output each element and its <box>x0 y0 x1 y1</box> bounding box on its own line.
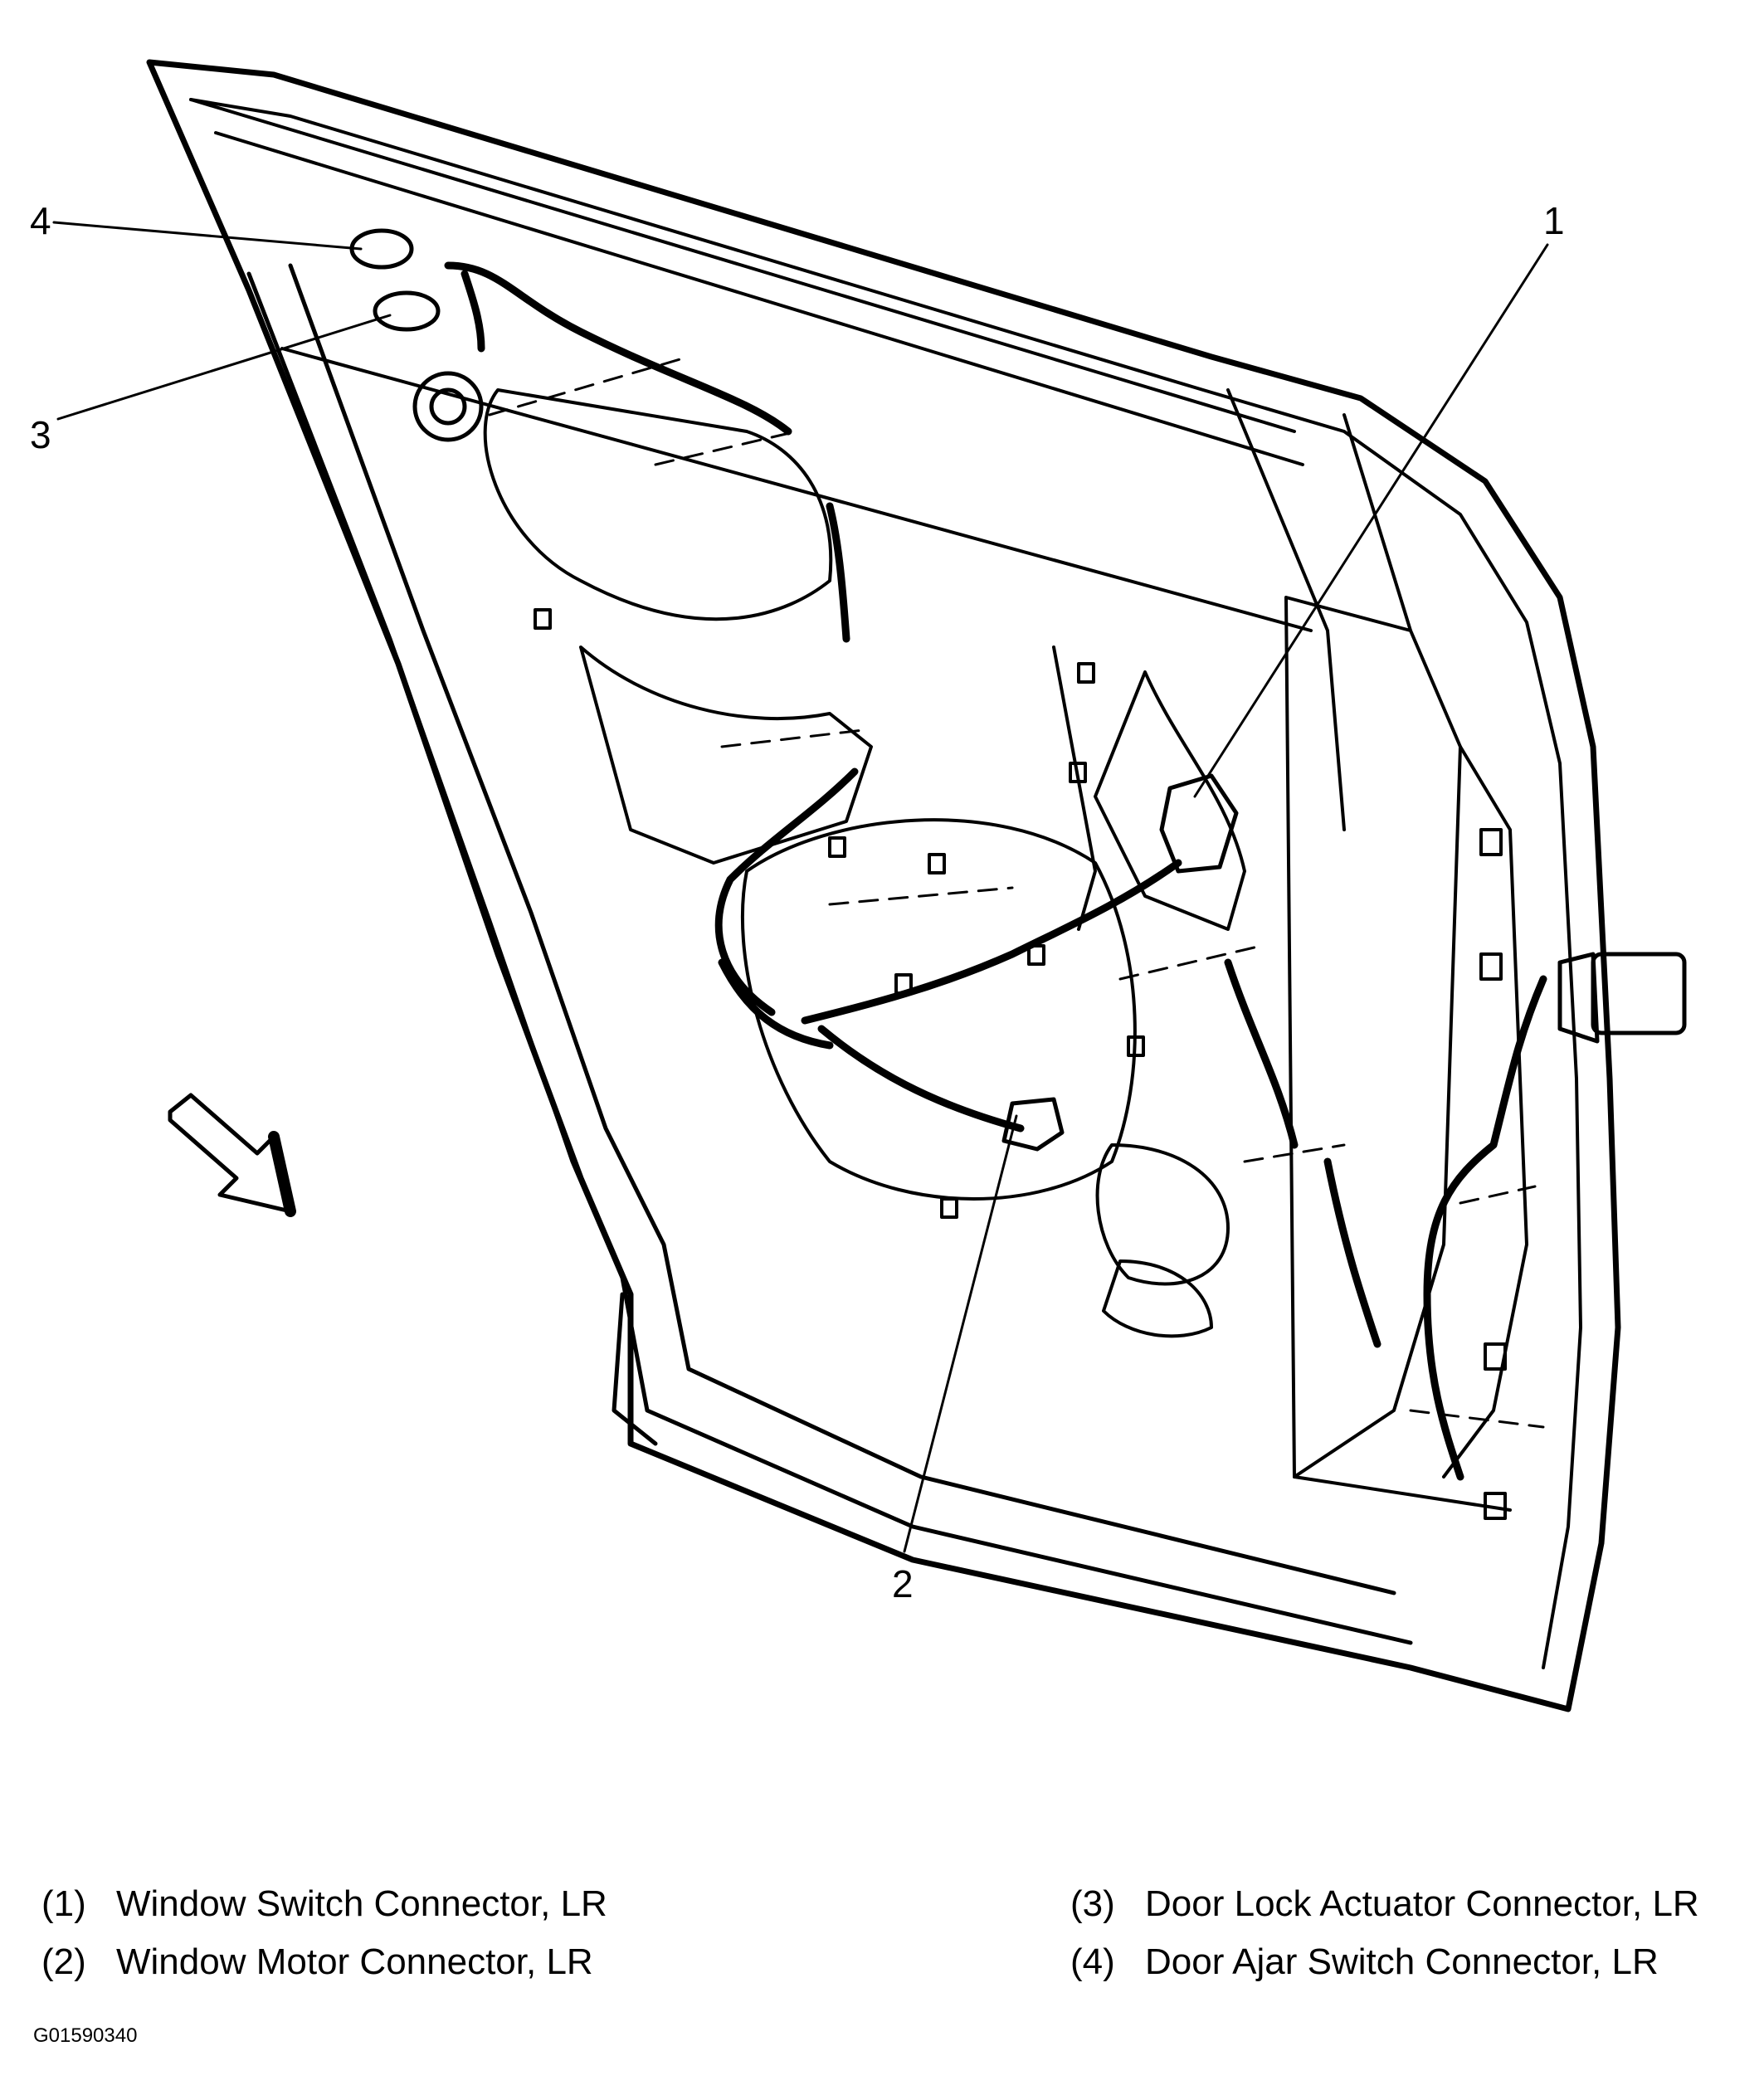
callout-numbers: 1 2 3 4 <box>30 199 1565 1605</box>
door-frame <box>146 59 1621 1712</box>
legend-label-1: Window Switch Connector, LR <box>116 1883 607 1924</box>
legend-num-4: (4) <box>1070 1941 1115 1982</box>
leader-lines <box>52 221 1549 1553</box>
callout-4: 4 <box>30 199 51 242</box>
connector-1-shape <box>1159 773 1239 874</box>
connector-2-shape <box>1001 1097 1065 1152</box>
legend-num-3: (3) <box>1070 1883 1115 1924</box>
legend-num-1: (1) <box>41 1883 86 1924</box>
leader-line-4 <box>52 221 363 251</box>
legend-label-2: Window Motor Connector, LR <box>116 1941 593 1982</box>
callout-3: 3 <box>30 413 51 456</box>
legend-item-1: (1) Window Switch Connector, LR <box>41 1883 607 1925</box>
legend: (1) Window Switch Connector, LR (2) Window… <box>0 1875 1764 2041</box>
leader-line-1 <box>1193 243 1549 798</box>
window-channel <box>189 98 1412 831</box>
wiring-harness <box>444 261 1547 1481</box>
connector-3-shape <box>373 290 441 332</box>
legend-num-2: (2) <box>41 1941 86 1982</box>
legend-item-4: (4) Door Ajar Switch Connector, LR <box>1070 1941 1659 1983</box>
reference-lines <box>488 355 1545 1429</box>
mounting-holes <box>534 608 1507 1520</box>
leader-line-2 <box>903 1114 1018 1553</box>
legend-label-4: Door Ajar Switch Connector, LR <box>1145 1941 1659 1982</box>
legend-label-3: Door Lock Actuator Connector, LR <box>1145 1883 1699 1924</box>
legend-item-2: (2) Window Motor Connector, LR <box>41 1941 593 1983</box>
leader-line-3 <box>56 314 392 421</box>
door-wiring-diagram: 1 2 3 4 <box>30 59 1687 1712</box>
view-direction-arrow-icon <box>168 1093 296 1217</box>
inner-panel <box>483 388 1528 1512</box>
legend-item-3: (3) Door Lock Actuator Connector, LR <box>1070 1883 1699 1925</box>
figure-id: G01590340 <box>33 2024 138 2047</box>
callout-1: 1 <box>1543 199 1565 242</box>
callout-2: 2 <box>892 1562 914 1605</box>
connectors <box>349 228 1687 1152</box>
speaker-mount <box>412 371 484 442</box>
